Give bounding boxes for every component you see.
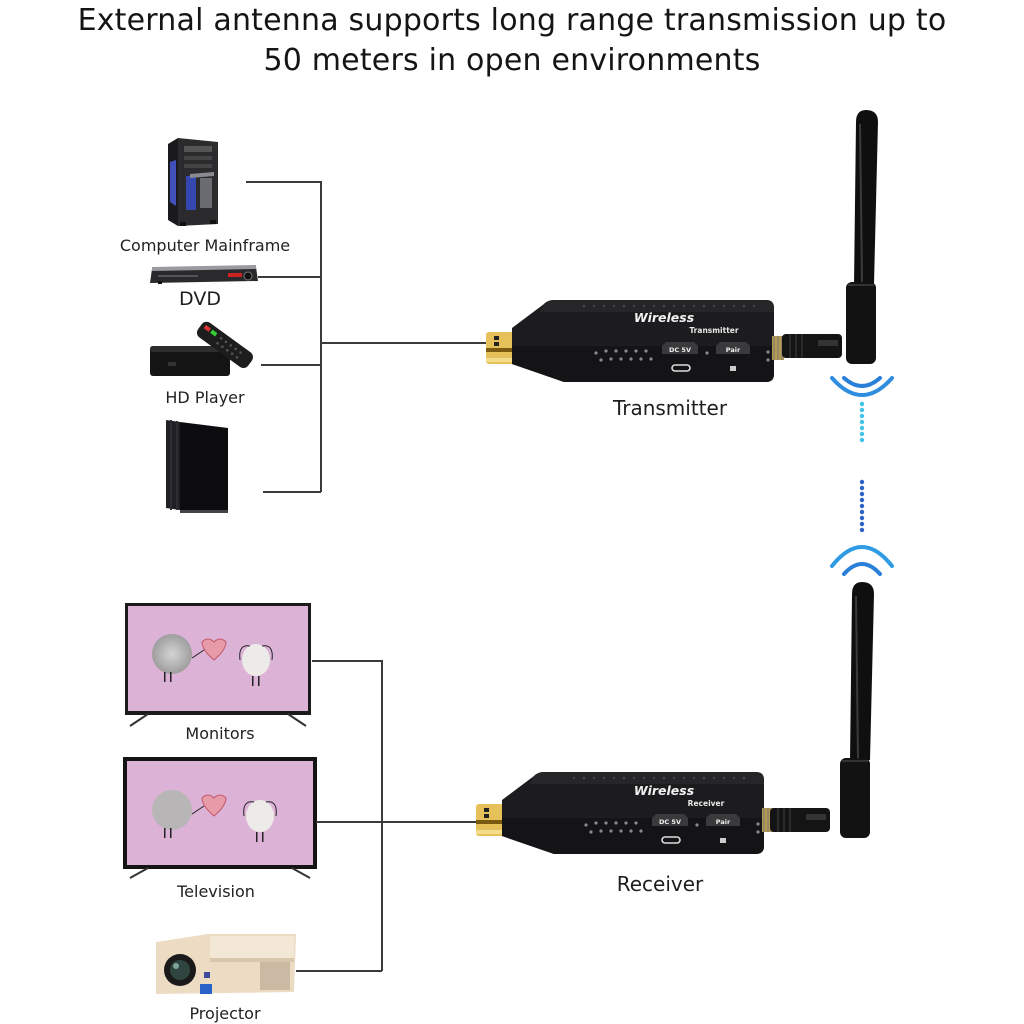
tx-model-text: Transmitter <box>689 326 738 335</box>
wire-dvd <box>258 276 321 278</box>
receiver-antenna-icon <box>770 582 874 838</box>
hdmi-plug-icon <box>476 804 506 836</box>
television-icon <box>123 757 317 879</box>
source-label-dvd: DVD <box>179 288 221 310</box>
tx-brand-text: Wireless <box>634 310 694 325</box>
dvd-player-icon <box>150 265 258 284</box>
wire-source-bus <box>320 181 322 492</box>
transmitter-device: DC 5V Pair Wireless Transmitter <box>486 300 784 382</box>
headline-line-1: External antenna supports long range tra… <box>77 3 947 38</box>
headline-line-2: 50 meters in open environments <box>263 43 761 78</box>
rx-port-pair-label: Pair <box>716 818 731 826</box>
wire-display-bus <box>381 660 383 971</box>
monitor-icon <box>125 603 311 727</box>
display-label-monitors: Monitors <box>185 724 255 743</box>
wire-hd-player <box>261 364 321 366</box>
rx-brand-text: Wireless <box>634 783 694 798</box>
game-console-icon <box>166 420 228 513</box>
hdmi-plug-icon <box>486 332 516 364</box>
source-label-hd-player: HD Player <box>165 388 245 407</box>
signal-waves-tx-icon <box>830 376 894 443</box>
receiver-label: Receiver <box>616 872 704 896</box>
tx-port-pair-label: Pair <box>726 346 741 354</box>
transmitter-label: Transmitter <box>612 396 728 420</box>
transmitter-antenna-icon <box>782 110 878 364</box>
set-top-box-icon <box>150 321 253 376</box>
projector-icon <box>156 934 296 994</box>
tx-port-dc-label: DC 5V <box>669 346 691 354</box>
signal-waves-rx-icon <box>830 479 894 576</box>
source-label-computer: Computer Mainframe <box>119 236 291 255</box>
wire-computer <box>246 181 321 183</box>
computer-tower-icon <box>168 138 218 226</box>
rx-port-dc-label: DC 5V <box>659 818 681 826</box>
wire-to-transmitter <box>320 342 486 344</box>
wire-monitor <box>312 660 382 662</box>
receiver-device: DC 5V Pair Wireless Receiver <box>476 772 774 854</box>
wire-television <box>316 821 476 823</box>
display-label-projector: Projector <box>189 1004 261 1023</box>
wire-console <box>263 491 321 493</box>
rx-model-text: Receiver <box>688 799 725 808</box>
display-label-television: Television <box>177 882 255 901</box>
wire-projector <box>296 970 382 972</box>
